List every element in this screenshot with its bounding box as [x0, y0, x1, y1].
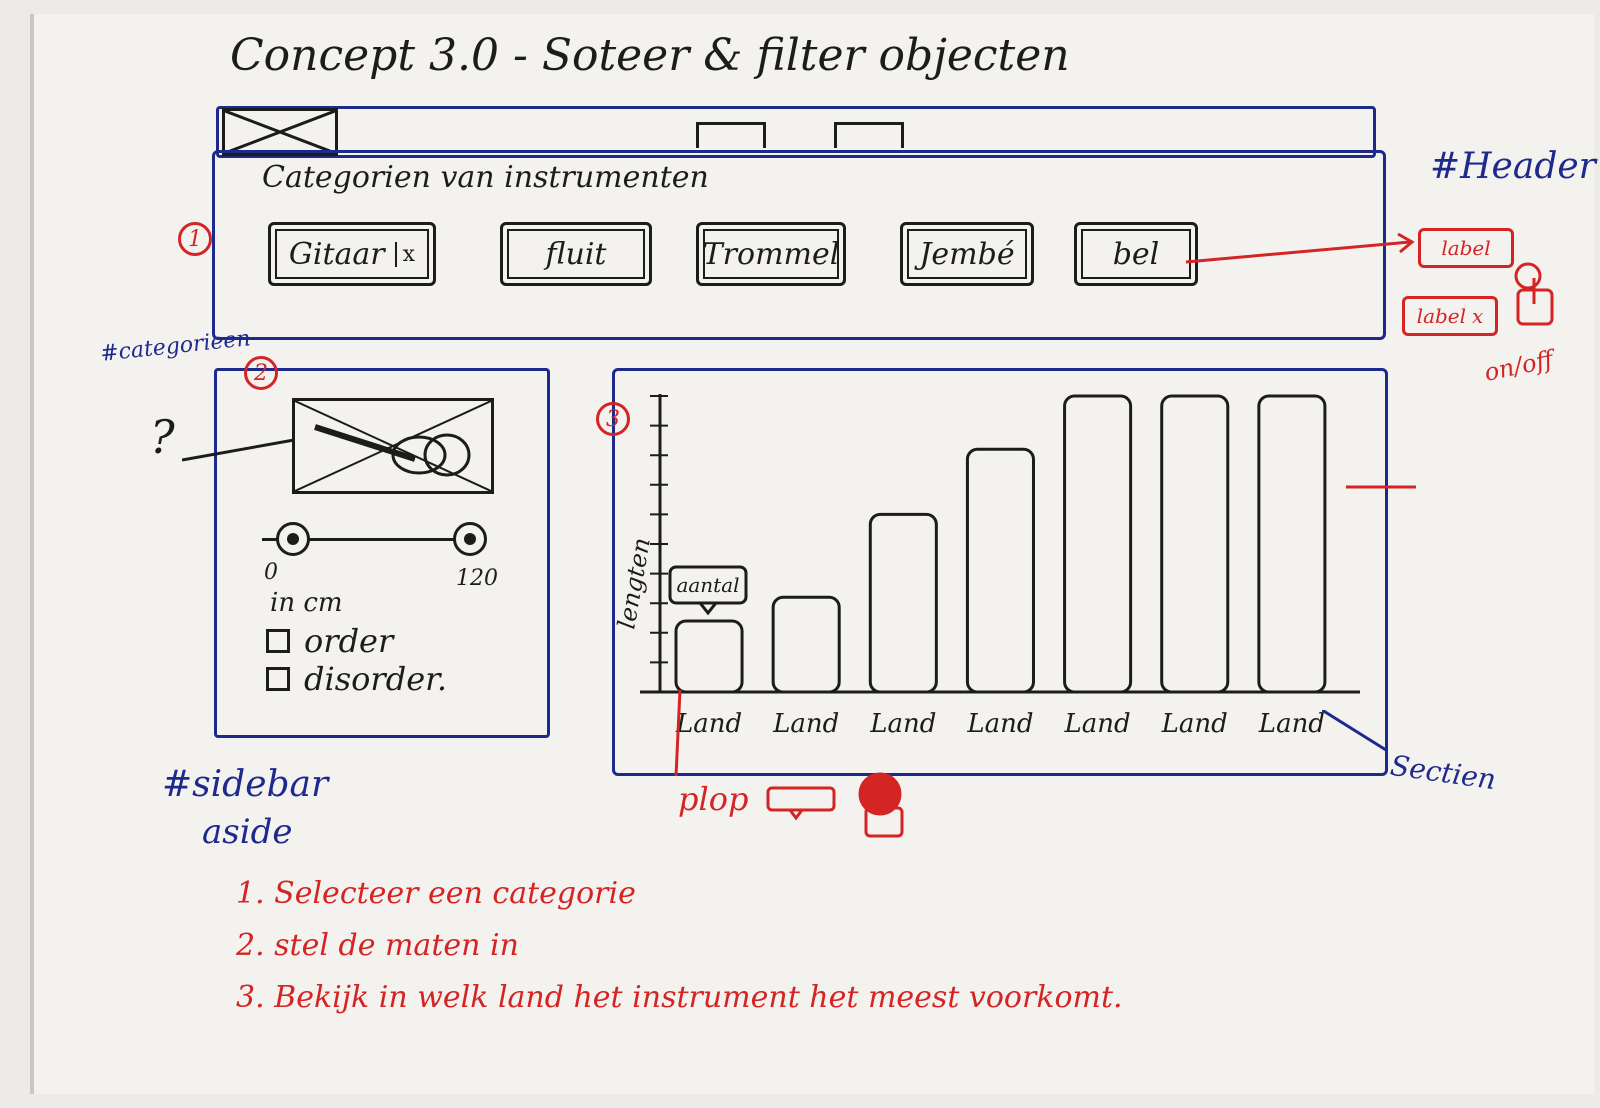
- checkbox-label: disorder.: [304, 660, 448, 698]
- slider-min-handle[interactable]: [276, 522, 311, 556]
- category-label: bel: [1112, 236, 1160, 272]
- category-label: fluit: [545, 236, 607, 272]
- callout-line: [182, 438, 295, 462]
- category-button-gitaar[interactable]: Gitaar x: [268, 222, 436, 286]
- x-tick-label: Land: [675, 709, 742, 739]
- step-1: 1. Selecteer een categorie: [236, 876, 636, 911]
- step-3: 3. Bekijk in welk land het instrument he…: [236, 980, 1123, 1015]
- header-annotation: #Header: [1430, 146, 1596, 187]
- tooltip-icon: [766, 786, 836, 821]
- checkbox-order[interactable]: order: [266, 622, 393, 660]
- checkbox-icon[interactable]: [266, 667, 290, 691]
- step-badge-3: 3: [596, 402, 630, 436]
- sidebar-panel: [214, 368, 550, 738]
- bar: [1160, 394, 1230, 694]
- bar: [771, 595, 841, 694]
- slider-min-label: 0: [264, 560, 278, 585]
- bar: [868, 512, 938, 694]
- click-hand-icon: [858, 772, 904, 838]
- hand-pointer-icon: [1514, 262, 1554, 326]
- aside-annotation: aside: [202, 812, 293, 852]
- sidebar-annotation: #sidebar: [162, 764, 329, 805]
- annotation-arrow: [1186, 232, 1415, 264]
- x-tick-label: Land: [1258, 709, 1325, 739]
- slider-max-label: 120: [456, 566, 498, 591]
- step-badge-1: 1: [178, 222, 212, 256]
- image-placeholder-icon: [224, 109, 336, 155]
- label-text: label: [1416, 304, 1467, 328]
- category-label: Jembé: [919, 236, 1015, 272]
- category-button-jembe[interactable]: Jembé: [900, 222, 1034, 286]
- categories-heading: Categorien van instrumenten: [262, 160, 709, 195]
- header-bar: [216, 106, 1376, 158]
- nav-tab-1[interactable]: [696, 122, 766, 148]
- step-badge-2: 2: [244, 356, 278, 390]
- chart-panel: [612, 368, 1388, 776]
- bar: [965, 447, 1035, 694]
- tooltip-pointer: [698, 602, 718, 616]
- category-label: Gitaar: [288, 236, 385, 272]
- category-label: Trommel: [702, 236, 840, 272]
- checkbox-icon[interactable]: [266, 629, 290, 653]
- remove-icon: x: [1472, 304, 1484, 328]
- slider-unit-label: in cm: [270, 588, 343, 618]
- x-tick-label: Land: [1064, 709, 1131, 739]
- nav-tab-2[interactable]: [834, 122, 904, 148]
- sketch-title: Concept 3.0 - Soteer & filter objecten: [230, 30, 1070, 81]
- x-tick-label: Land: [1161, 709, 1228, 739]
- y-axis-label: lengten: [612, 536, 656, 631]
- size-slider-track[interactable]: [262, 538, 486, 541]
- label-text: label: [1441, 236, 1491, 260]
- x-tick-label: Land: [772, 709, 839, 739]
- x-tick-label: Land: [869, 709, 936, 739]
- bar: [1257, 394, 1327, 694]
- plop-annotation: plop: [678, 780, 749, 818]
- toggle-on-label: label: [1418, 228, 1514, 268]
- step-2: 2. stel de maten in: [236, 928, 519, 963]
- x-tick-label: Land: [966, 709, 1033, 739]
- toggle-off-label: label x: [1402, 296, 1498, 336]
- bar: [1063, 394, 1133, 694]
- guitar-icon: [294, 400, 492, 492]
- bar: [674, 619, 744, 694]
- tooltip-label: aantal: [676, 573, 739, 597]
- scroll-marker: [1346, 485, 1416, 489]
- instrument-image: [292, 398, 494, 494]
- checkbox-disorder[interactable]: disorder.: [266, 660, 447, 698]
- category-button-trommel[interactable]: Trommel: [696, 222, 846, 286]
- plop-pointer-line: [674, 690, 682, 777]
- checkbox-label: order: [304, 622, 394, 660]
- category-button-fluit[interactable]: fluit: [500, 222, 652, 286]
- tooltip-box: [668, 565, 748, 605]
- logo-placeholder: [222, 108, 338, 156]
- question-mark: ?: [150, 410, 175, 464]
- section-callout-line: [1322, 710, 1387, 752]
- remove-icon[interactable]: x: [394, 241, 415, 267]
- instruction-steps: 1. Selecteer een categorie 2. stel de ma…: [236, 868, 1123, 1024]
- slider-max-handle[interactable]: [453, 522, 488, 556]
- category-button-bel[interactable]: bel: [1074, 222, 1198, 286]
